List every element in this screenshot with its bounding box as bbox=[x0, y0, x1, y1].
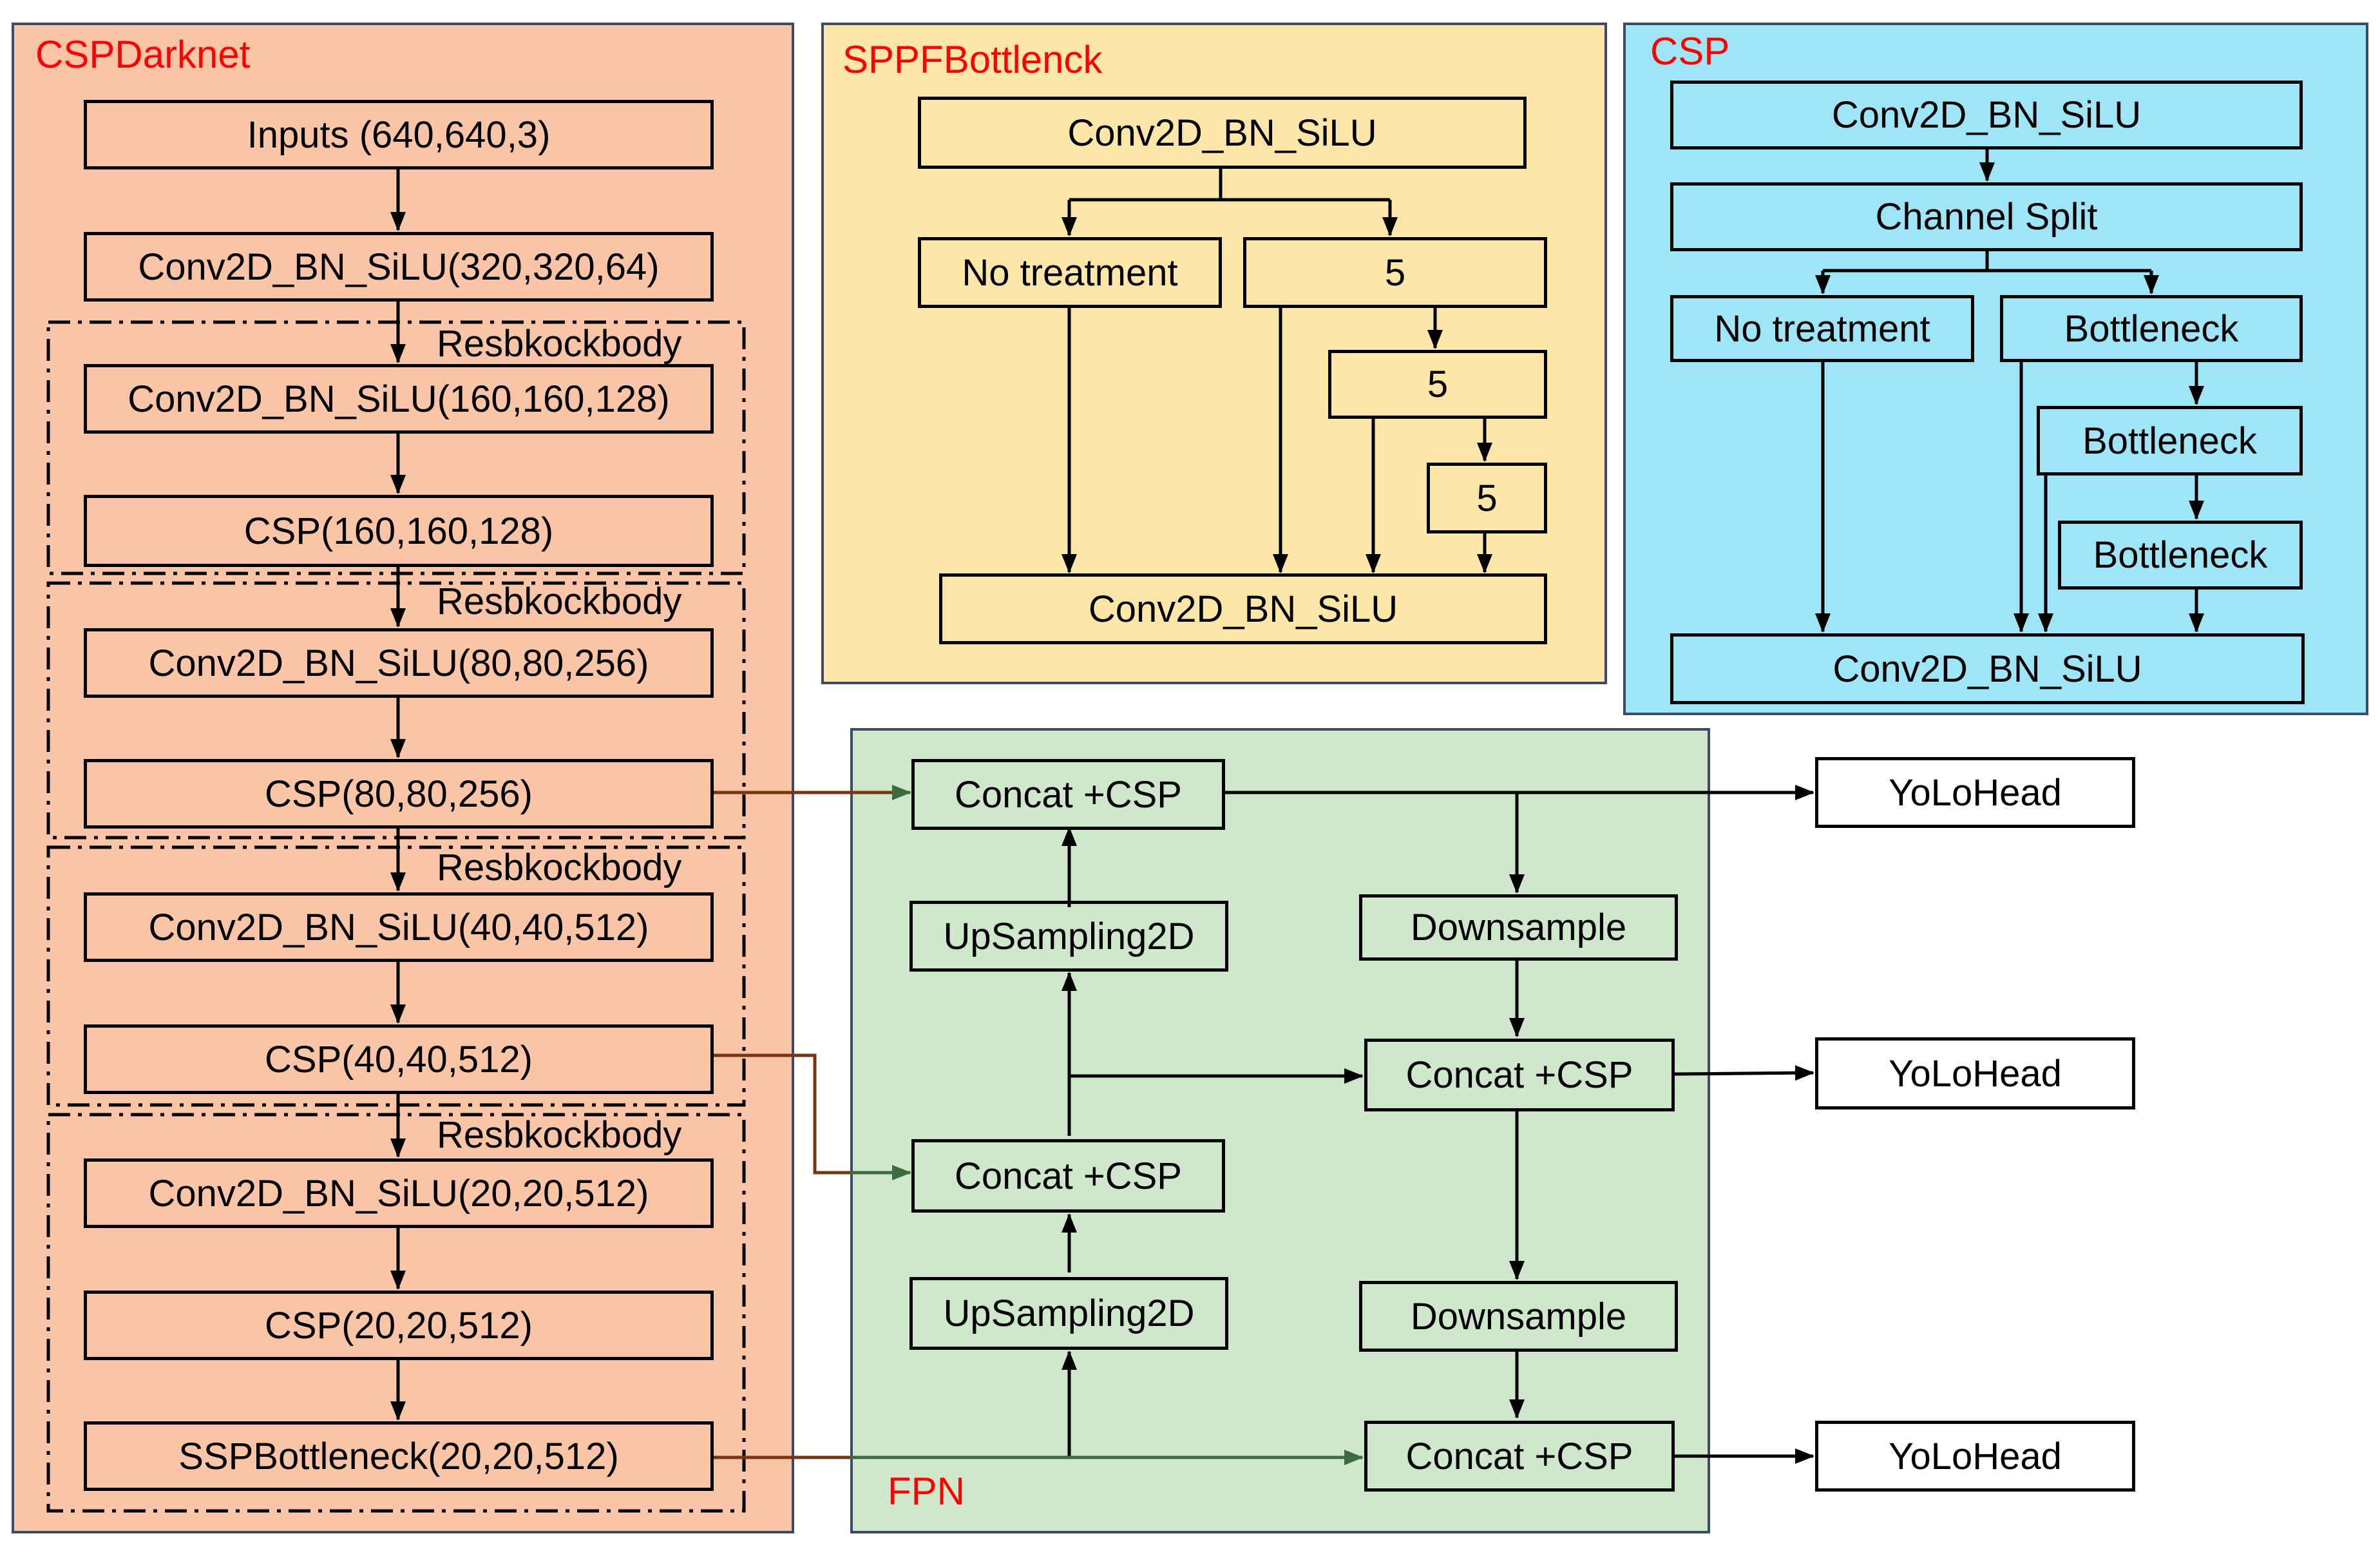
resblock-label-4: Resbkockbody bbox=[437, 1114, 682, 1156]
fpn-downsample-2-box: Downsample bbox=[1359, 1281, 1678, 1352]
resblock-group-1-frame bbox=[46, 320, 746, 575]
sppf-pool-1-box: 5 bbox=[1243, 237, 1547, 308]
sppf-top-conv-box: Conv2D_BN_SiLU bbox=[918, 97, 1527, 169]
resblock-group-3-frame bbox=[46, 845, 746, 1107]
fpn-panel bbox=[850, 728, 1710, 1533]
yolohead-3-box: YoLoHead bbox=[1815, 1421, 2135, 1492]
channel-split-box: Channel Split bbox=[1670, 182, 2303, 251]
csp-bottleneck-3-box: Bottleneck bbox=[2058, 521, 2303, 590]
sppf-title: SPPFBottlenck bbox=[843, 38, 1103, 81]
resblock-label-2: Resbkockbody bbox=[437, 581, 682, 622]
stem-conv-box: Conv2D_BN_SiLU(320,320,64) bbox=[84, 232, 714, 302]
resblock-group-4-frame bbox=[46, 1113, 746, 1513]
inputs-box: Inputs (640,640,3) bbox=[84, 100, 714, 169]
resblock-label-1: Resbkockbody bbox=[437, 323, 682, 365]
fpn-upsampling-2-box: UpSampling2D bbox=[909, 1277, 1228, 1350]
resblock-1-csp-box: CSP(160,160,128) bbox=[84, 495, 714, 567]
sspbottleneck-box: SSPBottleneck(20,20,512) bbox=[84, 1421, 714, 1491]
sppf-pool-2-box: 5 bbox=[1328, 350, 1547, 419]
sppf-pool-3-box: 5 bbox=[1427, 463, 1547, 533]
csp-top-conv-box: Conv2D_BN_SiLU bbox=[1670, 81, 2303, 149]
yolohead-1-box: YoLoHead bbox=[1815, 757, 2135, 828]
resblock-label-3: Resbkockbody bbox=[437, 847, 682, 888]
resblock-1-conv-box: Conv2D_BN_SiLU(160,160,128) bbox=[84, 364, 714, 434]
resblock-4-conv-box: Conv2D_BN_SiLU(20,20,512) bbox=[84, 1158, 714, 1228]
fpn-concat-right-mid-box: Concat +CSP bbox=[1364, 1039, 1675, 1111]
resblock-group-frames bbox=[46, 320, 746, 1513]
resblock-3-conv-box: Conv2D_BN_SiLU(40,40,512) bbox=[84, 892, 714, 962]
resblock-2-conv-box: Conv2D_BN_SiLU(80,80,256) bbox=[84, 628, 714, 698]
yolohead-2-box: YoLoHead bbox=[1815, 1037, 2135, 1109]
fpn-downsample-1-box: Downsample bbox=[1359, 894, 1678, 961]
fpn-concat-right-bottom-box: Concat +CSP bbox=[1364, 1421, 1675, 1492]
csp-bottleneck-1-box: Bottleneck bbox=[2000, 295, 2303, 362]
resblock-group-2-frame bbox=[46, 581, 746, 840]
csp-panel bbox=[1623, 23, 2368, 715]
csp-no-treatment-box: No treatment bbox=[1670, 295, 1974, 362]
c4-to-fpn-connector bbox=[712, 1053, 850, 1175]
fpn-upsampling-1-box: UpSampling2D bbox=[909, 901, 1228, 972]
fpn-concat-top-box: Concat +CSP bbox=[911, 759, 1225, 830]
sppf-no-treatment-box: No treatment bbox=[918, 237, 1222, 308]
fpn-title: FPN bbox=[888, 1470, 965, 1513]
resblock-4-csp-box: CSP(20,20,512) bbox=[84, 1291, 714, 1360]
cspdarknet-title: CSPDarknet bbox=[35, 33, 251, 76]
fpn-concat-mid-box: Concat +CSP bbox=[911, 1139, 1225, 1213]
resblock-2-csp-box: CSP(80,80,256) bbox=[84, 759, 714, 829]
resblock-3-csp-box: CSP(40,40,512) bbox=[84, 1024, 714, 1094]
sppf-bottom-conv-box: Conv2D_BN_SiLU bbox=[939, 573, 1547, 644]
csp-bottom-conv-box: Conv2D_BN_SiLU bbox=[1670, 633, 2305, 704]
csp-title: CSP bbox=[1650, 30, 1730, 73]
csp-bottleneck-2-box: Bottleneck bbox=[2037, 406, 2303, 475]
